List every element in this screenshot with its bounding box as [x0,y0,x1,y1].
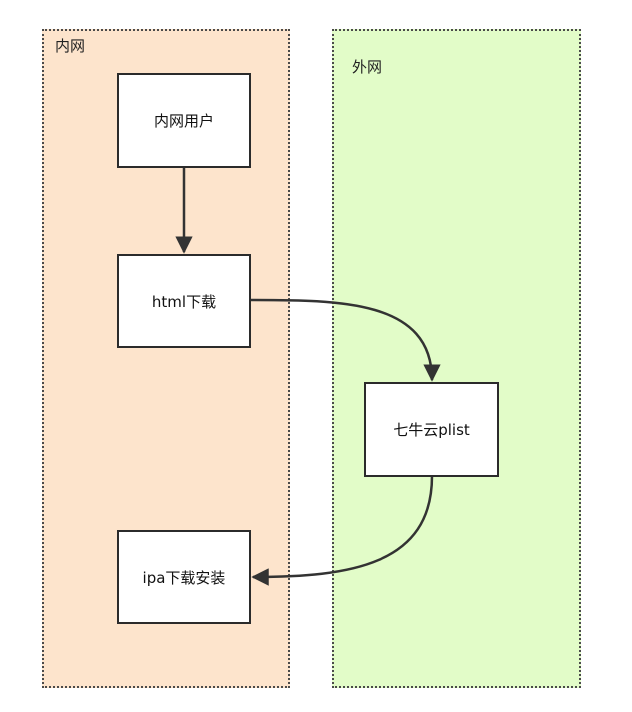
zone-extranet-label: 外网 [352,58,383,76]
zone-extranet [332,29,581,688]
node-html-download: html下载 [117,254,251,348]
node-ipa-install-label: ipa下载安装 [142,568,226,587]
node-intranet-user: 内网用户 [117,73,251,168]
node-html-download-label: html下载 [151,292,217,311]
node-qiniu-plist: 七牛云plist [364,382,499,477]
node-intranet-user-label: 内网用户 [153,112,214,130]
zone-intranet-label: 内网 [55,37,86,55]
node-ipa-install: ipa下载安装 [117,530,251,624]
node-qiniu-plist-label: 七牛云plist [393,421,470,439]
